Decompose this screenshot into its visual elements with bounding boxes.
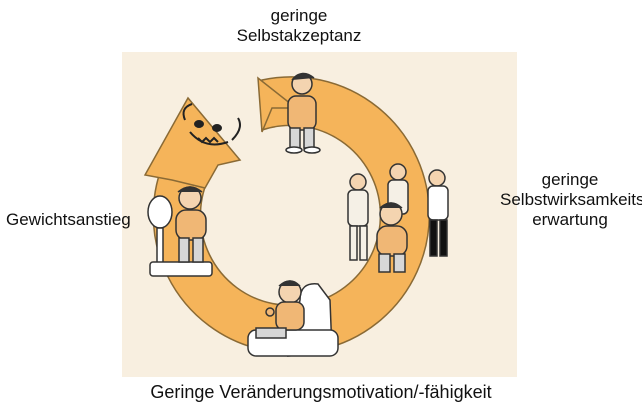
cartoon-group-of-people-icon <box>348 164 448 272</box>
label-top-line1: geringe <box>224 6 374 26</box>
label-top-line2: Selbstakzeptanz <box>224 26 374 46</box>
label-right-line3: erwartung <box>500 210 640 230</box>
label-gewichtsanstieg: Gewichtsanstieg <box>6 210 131 230</box>
label-right-line1: geringe <box>500 170 640 190</box>
label-right-line2: Selbstwirksamkeits- <box>500 190 640 210</box>
label-veraenderungsmotivation: Geringe Veränderungsmotivation/-fähigkei… <box>60 382 582 402</box>
label-selbstwirksamkeit: geringe Selbstwirksamkeits- erwartung <box>500 170 640 230</box>
label-selbstakzeptanz: geringe Selbstakzeptanz <box>224 6 374 46</box>
